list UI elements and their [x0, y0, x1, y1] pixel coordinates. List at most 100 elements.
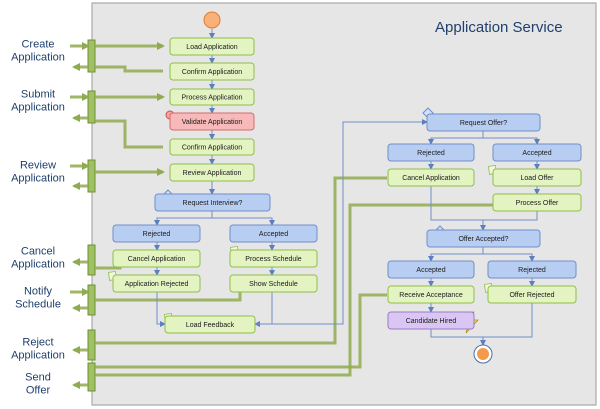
- interface-label-line: Send: [25, 372, 51, 384]
- node-accepted-1: Accepted: [229, 224, 318, 243]
- node-label: Offer Accepted?: [458, 236, 508, 243]
- node-box: [387, 311, 475, 330]
- node-box: [154, 193, 271, 212]
- node-label: Receive Acceptance: [399, 292, 463, 299]
- node-accepted-2: Accepted: [492, 143, 582, 162]
- node-candidate-hired: Candidate Hired: [387, 311, 475, 330]
- node-label: Load Feedback: [186, 322, 235, 329]
- node-confirm-application-1: Confirm Application: [169, 62, 255, 81]
- node-box: [169, 88, 255, 106]
- node-review-application: Review Application: [169, 163, 255, 182]
- node-label: Candidate Hired: [406, 318, 457, 325]
- node-label: Offer Rejected: [509, 292, 554, 299]
- node-load-feedback: Load Feedback: [164, 315, 256, 334]
- interface-label-line: Application: [11, 259, 65, 271]
- node-box: [112, 224, 201, 243]
- interface-label-line: Application: [11, 350, 65, 362]
- node-offer-accepted: Offer Accepted?: [426, 229, 541, 248]
- node-box: [164, 315, 256, 334]
- node-box: [387, 143, 475, 162]
- node-rejected-2: Rejected: [387, 143, 475, 162]
- node-box: [229, 274, 318, 293]
- interface-label-line: Review: [20, 160, 56, 172]
- interface-label-line: Application: [11, 52, 65, 64]
- node-box: [387, 168, 475, 187]
- interface-label-line: Notify: [24, 286, 53, 298]
- start-node: [203, 11, 221, 29]
- node-process-offer: Process Offer: [492, 193, 582, 212]
- node-label: Cancel Application: [128, 256, 186, 263]
- node-label: Process Offer: [516, 200, 559, 207]
- node-label: Review Application: [183, 170, 242, 177]
- node-offer-rejected: Offer Rejected: [487, 285, 577, 304]
- node-box: [426, 229, 541, 248]
- node-label: Validate Application: [182, 119, 243, 126]
- node-rejected-1: Rejected: [112, 224, 201, 243]
- node-show-schedule: Show Schedule: [229, 274, 318, 293]
- interface-arrows: [70, 42, 493, 389]
- interface-label-line: Application: [11, 173, 65, 185]
- node-label: Cancel Application: [402, 175, 460, 182]
- node-label: Rejected: [417, 150, 445, 157]
- node-label: Process Schedule: [245, 256, 302, 263]
- node-request-offer: Request Offer?: [426, 113, 541, 132]
- interface-label-line: Reject: [22, 337, 53, 349]
- interface-label-line: Schedule: [15, 299, 61, 311]
- node-label: Load Offer: [521, 175, 555, 182]
- node-label: Load Application: [186, 44, 237, 51]
- node-box: [229, 249, 318, 268]
- node-label: Rejected: [143, 231, 171, 238]
- interface-label-line: Offer: [26, 385, 51, 397]
- node-box: [112, 249, 201, 268]
- node-label: Application Rejected: [125, 281, 189, 288]
- flow-lines: [154, 29, 540, 346]
- node-request-interview: Request Interview?: [154, 193, 271, 212]
- node-box: [387, 260, 475, 279]
- node-box: [169, 62, 255, 81]
- node-box: [492, 193, 582, 212]
- node-box: [169, 112, 255, 131]
- interface-label-line: Create: [21, 39, 54, 51]
- node-process-application: Process Application: [169, 88, 255, 106]
- node-cancel-application-2: Cancel Application: [387, 168, 475, 187]
- node-box: [426, 113, 541, 132]
- node-label: Accepted: [522, 150, 551, 157]
- interface-bars: [87, 39, 96, 392]
- node-box: [169, 163, 255, 182]
- node-label: Request Offer?: [460, 120, 507, 127]
- node-confirm-application-2: Confirm Application: [169, 138, 255, 156]
- node-box: [387, 285, 475, 304]
- node-box: [169, 37, 255, 56]
- node-cancel-application-1: Cancel Application: [112, 249, 201, 268]
- node-label: Rejected: [518, 267, 546, 274]
- interface-label-line: Application: [11, 102, 65, 114]
- node-label: Request Interview?: [183, 200, 243, 207]
- node-accepted-3: Accepted: [387, 260, 475, 279]
- node-box: [229, 224, 318, 243]
- interface-label-line: Submit: [21, 89, 55, 101]
- node-process-schedule: Process Schedule: [229, 249, 318, 268]
- node-box: [487, 260, 577, 279]
- node-label: Process Application: [181, 94, 242, 101]
- node-load-offer: Load Offer: [492, 168, 582, 187]
- node-receive-acceptance: Receive Acceptance: [387, 285, 475, 304]
- node-label: Accepted: [416, 267, 445, 274]
- node-box: [492, 143, 582, 162]
- node-box: [487, 285, 577, 304]
- node-label: Accepted: [259, 231, 288, 238]
- interface-label-line: Cancel: [21, 246, 55, 258]
- node-load-application: Load Application: [169, 37, 255, 56]
- node-label: Show Schedule: [249, 281, 298, 288]
- node-label: Confirm Application: [182, 69, 242, 76]
- node-rejected-3: Rejected: [487, 260, 577, 279]
